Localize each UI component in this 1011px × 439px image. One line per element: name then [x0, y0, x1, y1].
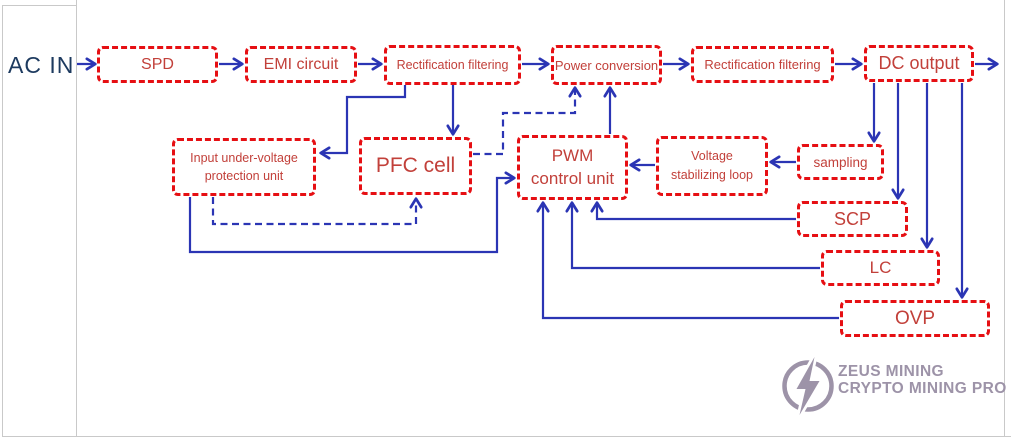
edge-ovp-pwm [543, 204, 839, 320]
node-scp: SCP [797, 201, 908, 237]
node-rectification-filtering-2: Rectification filtering [691, 46, 834, 83]
edge-undervoltage-pwm [188, 178, 513, 254]
node-scp-label: SCP [833, 208, 871, 229]
node-sampling-label: sampling [813, 154, 868, 170]
node-pwm-line2: control unit [530, 168, 615, 188]
node-pfc-cell-label: PFC cell [375, 154, 456, 177]
node-rectification-filtering-2-label: Rectification filtering [704, 57, 821, 72]
edge-undervoltage-pfc-dashed [211, 197, 416, 226]
node-voltage-stabilizing-line2: stabilizing loop [671, 168, 753, 182]
node-power-conversion-label: Power conversion [554, 57, 659, 73]
node-dc-output-label: DC output [878, 53, 960, 73]
edge-pfc-power-dashed [473, 89, 575, 156]
node-emi-circuit-label: EMI circuit [263, 55, 339, 73]
edge-scp-pwm [597, 204, 796, 221]
grid-line-column [76, 0, 77, 437]
node-voltage-stabilizing-loop: Voltage stabilizing loop [656, 136, 768, 196]
node-voltage-stabilizing-line1: Voltage [691, 149, 733, 164]
node-sampling: sampling [797, 144, 884, 180]
node-dc-output: DC output [864, 45, 974, 82]
node-power-conversion: Power conversion [551, 45, 662, 85]
node-pwm-line1: PWM [551, 146, 594, 166]
node-emi-circuit: EMI circuit [245, 46, 357, 83]
edge-lc-pwm [572, 204, 820, 270]
node-input-under-voltage-protection: Input under-voltage protection unit [172, 138, 316, 196]
grid-line-right [1004, 0, 1005, 437]
node-rectification-filtering-1: Rectification filtering [384, 45, 521, 85]
node-pwm-control-unit: PWM control unit [517, 135, 628, 200]
grid-line-bottom [2, 436, 1011, 437]
logo-text-line2: CRYPTO MINING PRO [838, 380, 1007, 397]
grid-line-left [2, 5, 3, 437]
node-ovp-label: OVP [894, 307, 936, 329]
edge-rect1-undervoltage [322, 85, 407, 153]
node-lc: LC [821, 250, 940, 286]
ac-in-label: AC IN [8, 52, 75, 78]
node-input-under-voltage-line2: protection unit [204, 169, 284, 183]
node-lc-label: LC [869, 258, 892, 277]
logo-text: ZEUS MINING CRYPTO MINING PRO [838, 363, 1007, 397]
node-spd-label: SPD [141, 55, 174, 73]
node-ovp: OVP [840, 300, 990, 337]
node-spd: SPD [97, 46, 218, 83]
node-rectification-filtering-1-label: Rectification filtering [396, 58, 509, 72]
lightning-bolt-icon [782, 356, 834, 416]
grid-line-top [2, 5, 77, 6]
node-pfc-cell: PFC cell [359, 137, 472, 195]
zeus-mining-logo: ZEUS MINING CRYPTO MINING PRO [779, 356, 1009, 416]
node-input-under-voltage-line1: Input under-voltage [190, 150, 298, 165]
logo-text-line1: ZEUS MINING [838, 363, 945, 380]
